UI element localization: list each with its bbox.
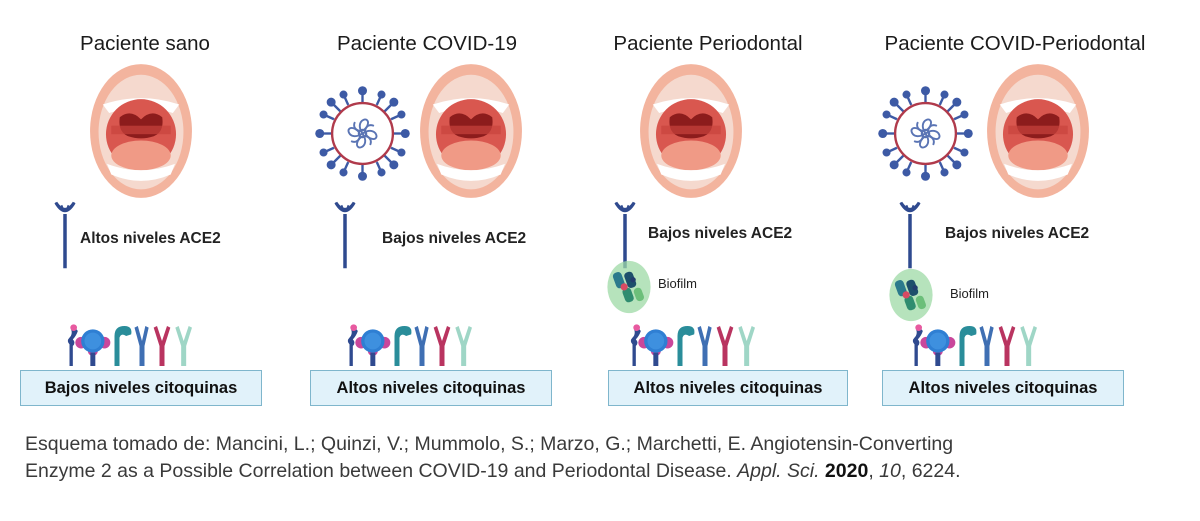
ace2-level-label: Bajos niveles ACE2 [648,225,793,242]
panel-title: Paciente COVID-19 [336,32,518,55]
panel-title: Paciente COVID-Periodontal [884,32,1146,55]
inflamed-mouth-illustration [982,62,1094,200]
open-mouth-illustration [635,62,747,200]
citation-line-1: Esquema tomado de: Mancini, L.; Quinzi, … [25,433,954,455]
immune-cells-cytokines-icon [327,316,507,366]
biofilm-label: Biofilm [658,276,698,291]
citation-volume: 10 [879,460,901,482]
panel-healthy: Paciente sano Altos niveles ACE2 Bajos n… [0,0,280,420]
citation-year: 2020 [824,460,869,482]
ace2-level-label: Bajos niveles ACE2 [945,225,1090,242]
panel-periodontal: Paciente Periodontal Bajos niveles ACE2 … [570,0,850,420]
immune-cells-cytokines-icon [892,316,1072,366]
coronavirus-icon [878,86,973,181]
ace2-receptor-icon [895,200,925,270]
panel-title: Paciente sano [80,32,210,55]
cytokine-level-box: Altos niveles citoquinas [310,370,552,406]
immune-cells-cytokines-icon [610,316,790,366]
citation-text: Enzyme 2 as a Possible Correlation betwe… [25,460,738,482]
ace2-receptor-icon [50,200,80,270]
cytokine-level-box: Altos niveles citoquinas [608,370,848,406]
ace2-receptor-icon [330,200,360,270]
cytokine-level-box: Bajos niveles citoquinas [20,370,262,406]
open-mouth-illustration [85,62,197,200]
citation-journal: Appl. Sci. [737,460,820,482]
biofilm-icon [888,268,934,322]
panel-title: Paciente Periodontal [613,32,803,55]
panel-covid: Paciente COVID-19 Bajos niveles ACE2 Alt… [290,0,570,420]
immune-cells-cytokines-icon [47,316,227,366]
panel-covid-periodontal: Paciente COVID-Periodontal Bajos niveles… [870,0,1190,420]
inflamed-mouth-illustration [415,62,527,200]
coronavirus-icon [315,86,410,181]
ace2-level-label: Altos niveles ACE2 [80,230,221,247]
citation-line-2: Enzyme 2 as a Possible Correlation betwe… [25,460,961,482]
citation-pages: 6224. [911,460,961,482]
cytokine-level-box: Altos niveles citoquinas [882,370,1124,406]
ace2-level-label: Bajos niveles ACE2 [382,230,527,247]
biofilm-label: Biofilm [950,286,990,301]
biofilm-icon [606,260,652,314]
source-citation: Esquema tomado de: Mancini, L.; Quinzi, … [25,431,1185,485]
